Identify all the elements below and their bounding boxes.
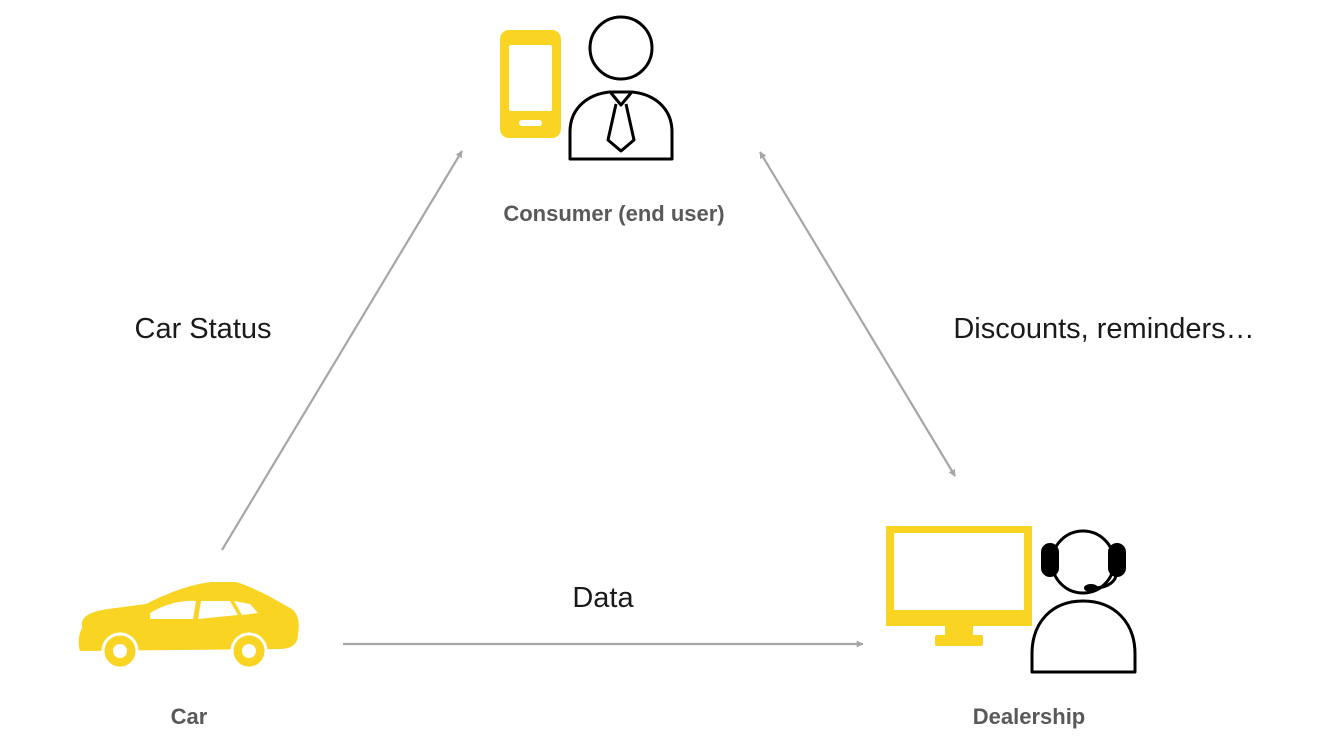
car-icon — [78, 582, 299, 670]
car-node: Car — [78, 582, 299, 729]
edge-label-discounts: Discounts, reminders… — [953, 313, 1254, 345]
consumer-node: Consumer (end user) — [500, 15, 725, 226]
arrow-car-to-consumer — [221, 150, 463, 551]
arrow-consumer-dealership — [759, 151, 956, 477]
headset-agent-icon — [1030, 529, 1137, 674]
businessman-icon — [568, 15, 674, 161]
edge-label-car-status: Car Status — [135, 313, 272, 345]
dealership-label: Dealership — [973, 704, 1086, 729]
edge-label-data: Data — [572, 582, 634, 614]
monitor-icon — [886, 526, 1032, 646]
smartphone-icon — [500, 30, 561, 138]
car-label: Car — [171, 704, 208, 729]
consumer-label: Consumer (end user) — [503, 201, 724, 226]
dealership-node: Dealership — [886, 526, 1137, 729]
